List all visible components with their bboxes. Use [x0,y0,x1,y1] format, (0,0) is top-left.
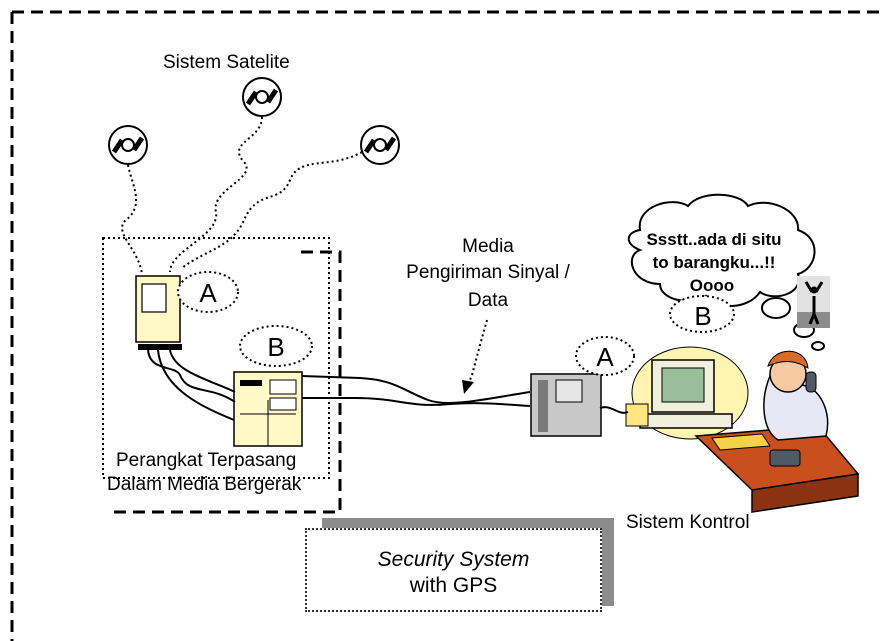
bubble-line3: Oooo [672,274,752,297]
transmission-cable [302,376,530,406]
title-line1: Security System [307,548,600,572]
media-label-line2: Pengiriman Sinyal / [398,262,578,284]
bubble-line2: to barangku...!! [630,251,798,274]
modem-icon [531,374,601,436]
operator-person-icon [764,351,828,440]
bubble-line1: Ssstt..ada di situ [630,228,798,251]
satellite-icon [243,78,281,116]
device-label-line1: Perangkat Terpasang [116,450,296,472]
server-cabinet-icon [234,372,302,446]
media-label-line3: Data [408,290,568,312]
title-box: Security System with GPS [305,528,602,612]
control-label: Sistem Kontrol [626,512,750,534]
marker-a-control: A [590,343,620,371]
signal-arrow [462,320,487,394]
device-label-line2: Dalam Media Bergerak [107,474,301,496]
marker-b-control: B [688,302,718,330]
satellite-icon [109,126,147,164]
title-line2: with GPS [307,574,600,598]
vehicle-cables [148,350,235,420]
satellite-label: Sistem Satelite [163,52,290,74]
satellite-icon [361,126,399,164]
thief-silhouette-icon [797,276,830,328]
modem-cable [600,407,628,413]
marker-a-vehicle: A [193,279,223,307]
media-label-line1: Media [408,236,568,258]
gps-receiver-icon [136,276,182,350]
marker-b-vehicle: B [261,333,291,361]
